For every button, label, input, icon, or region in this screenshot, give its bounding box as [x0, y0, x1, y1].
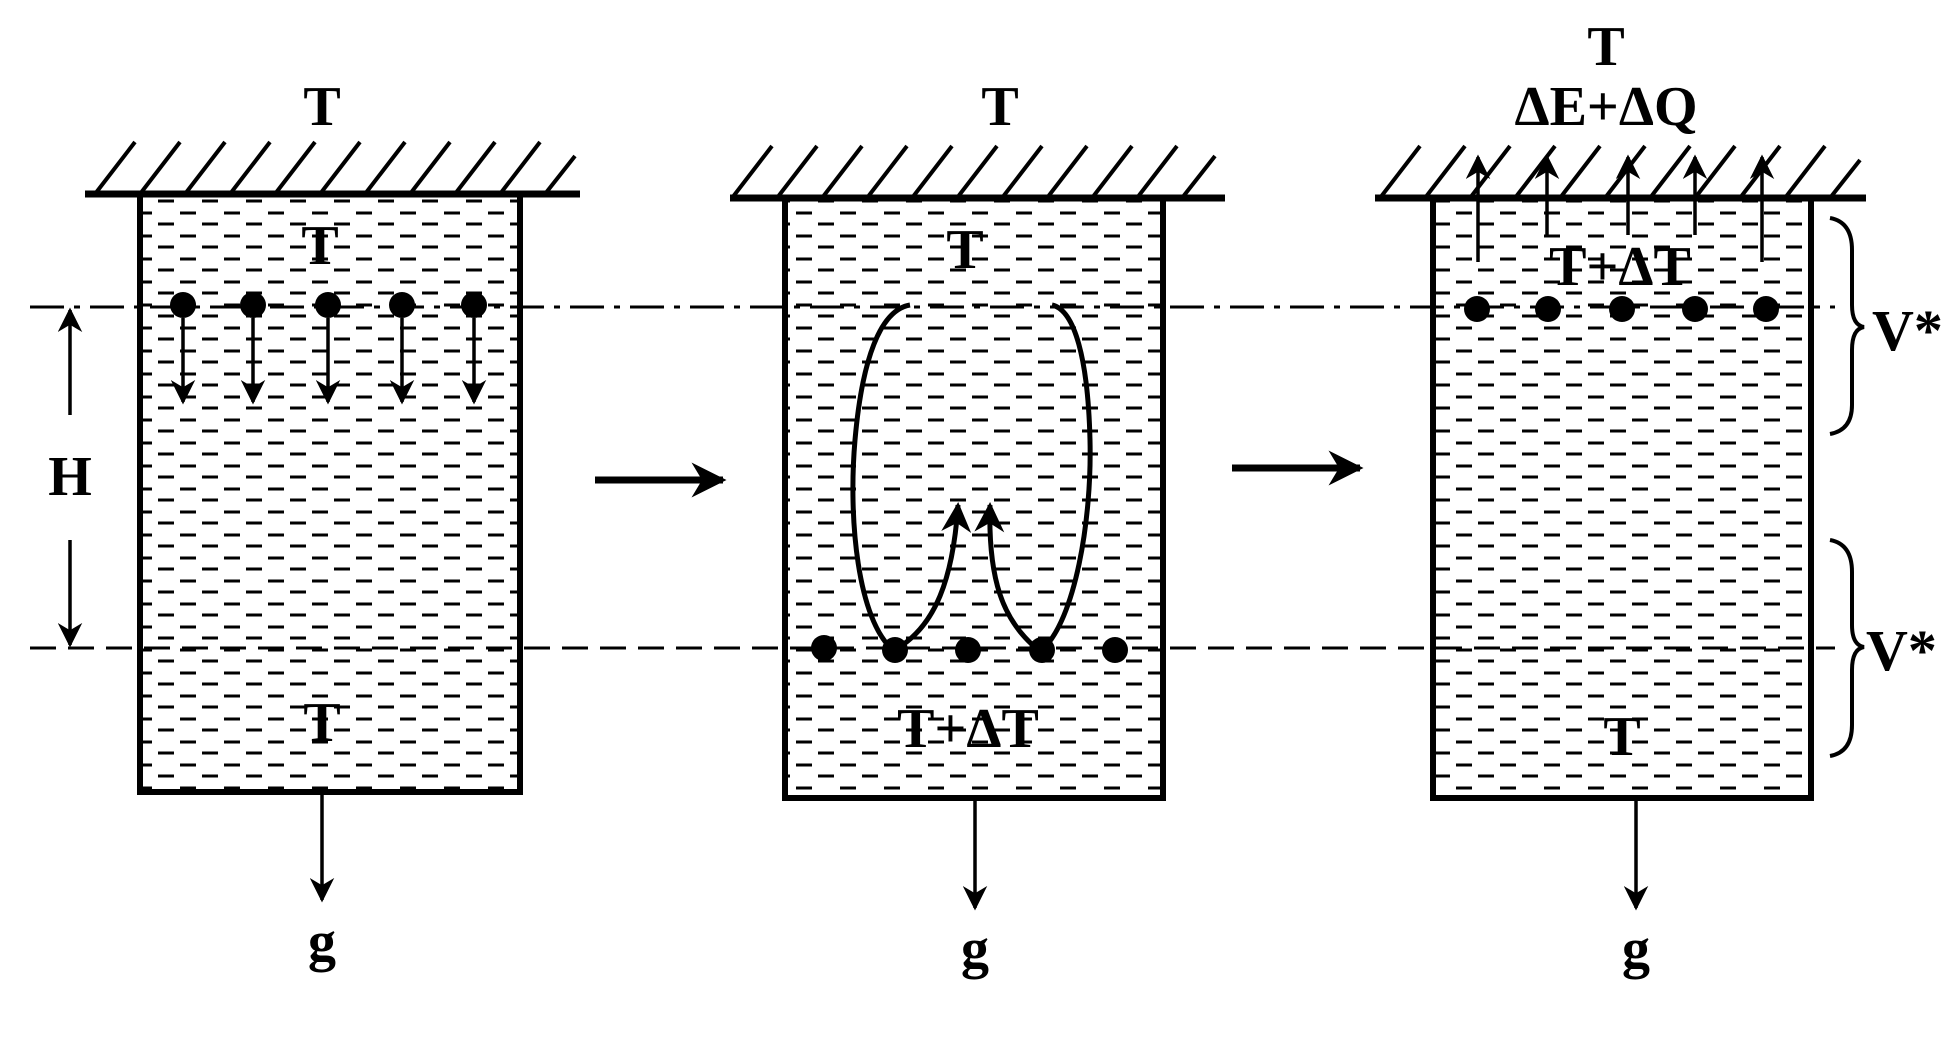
panel-1-particles — [170, 292, 487, 318]
particle — [882, 637, 908, 663]
panel-3-ceiling-hatch — [1378, 144, 1862, 200]
left-rising-arrow — [896, 502, 972, 651]
left-convection-loop — [850, 302, 911, 652]
panel-2-convection-loops — [850, 302, 1093, 652]
panel-3-heat-flux-arrows — [1465, 154, 1775, 262]
particle — [240, 292, 266, 318]
height-marker: H — [48, 307, 92, 648]
particle — [955, 637, 981, 663]
particle — [1753, 296, 1779, 322]
particle — [811, 635, 837, 661]
right-rising-arrow — [974, 502, 1038, 650]
particle — [461, 292, 487, 318]
panel-1: T T T — [85, 76, 580, 973]
panel-2-ceiling-hatch — [730, 144, 1217, 200]
panel-3-top-label: T — [1587, 16, 1624, 78]
particle — [170, 292, 196, 318]
panel-3-upper-label: T+ΔT — [1549, 236, 1691, 298]
lower-volume-label: V* — [1866, 618, 1937, 683]
panel-3-container — [1430, 195, 1814, 801]
panel-2-container — [782, 195, 1166, 801]
panel-2-lower-label: T+ΔT — [897, 698, 1039, 760]
height-label: H — [48, 446, 92, 508]
particle — [1464, 296, 1490, 322]
panel-3-particles — [1464, 296, 1779, 322]
panel-1-gravity-label: g — [308, 911, 336, 973]
panel-1-lower-label: T — [303, 692, 340, 754]
panel-2-liquid — [785, 201, 1163, 798]
right-convection-loop — [1040, 302, 1093, 652]
panel-1-top-label: T — [303, 76, 340, 138]
panel-1-sinking-arrows — [170, 318, 487, 405]
particle — [389, 292, 415, 318]
panel-2-gravity-label: g — [961, 918, 989, 980]
panel-1-container — [137, 191, 523, 795]
particle — [1609, 296, 1635, 322]
panel-3-lower-label: T — [1603, 706, 1640, 768]
panel-3: T ΔE+ΔQ T+ΔT — [1375, 16, 1866, 980]
panel-3-gravity-label: g — [1622, 918, 1650, 980]
particle — [1535, 296, 1561, 322]
panel-2-top-label: T — [981, 76, 1018, 138]
panel-3-energy-label: ΔE+ΔQ — [1514, 76, 1697, 138]
particle — [1102, 637, 1128, 663]
panel-2-upper-label: T — [946, 219, 983, 281]
lower-volume-brace: V* — [1829, 538, 1937, 758]
particle — [315, 292, 341, 318]
panel-2: T T T+ΔT — [730, 76, 1225, 980]
upper-volume-label: V* — [1872, 298, 1943, 363]
particle — [1682, 296, 1708, 322]
particle — [1029, 637, 1055, 663]
panel-2-particles — [811, 635, 1128, 663]
panel-1-upper-label: T — [301, 215, 338, 277]
panel-1-ceiling-hatch — [93, 140, 577, 196]
upper-volume-brace: V* — [1829, 216, 1943, 436]
